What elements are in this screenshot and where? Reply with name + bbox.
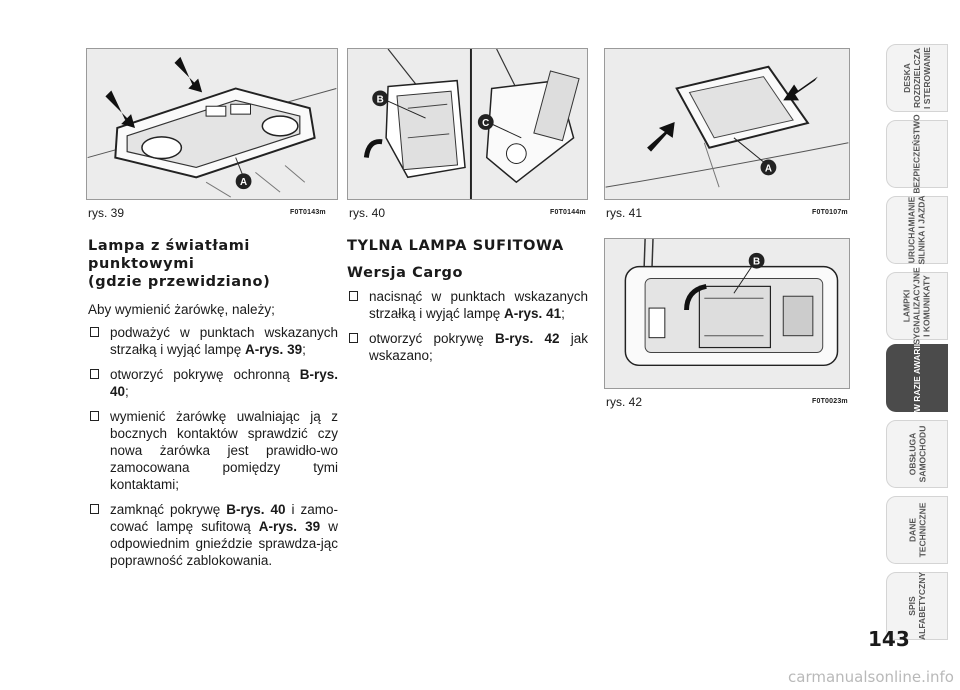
list-item: otworzyć pokrywę ochronną B-rys. 40; [88, 366, 338, 400]
middle-column: TYLNA LAMPA SUFITOWA Wersja Cargo nacisn… [347, 237, 588, 372]
left-column: Lampa z światłami punktowymi (gdzie prze… [88, 237, 338, 577]
figure-ref: B-rys. 42 [494, 331, 560, 346]
rear-ceiling-lamp-illustration: A [605, 65, 849, 188]
step-text: otworzyć pokrywę ochronną [110, 367, 300, 382]
figure-ref: B-rys. 40 [226, 502, 286, 517]
caption-rys-39: rys. 39 [88, 206, 125, 220]
label-b: B [377, 94, 384, 105]
checkbox-bullet-icon [349, 333, 358, 343]
tab-w-razie-awarii[interactable]: W RAZIE AWARII [886, 344, 948, 412]
figure-ref: A-rys. 41 [504, 306, 562, 321]
list-item: wymienić żarówkę uwalniając ją z bocznyc… [88, 408, 338, 493]
step-list: podważyć w punktach wskazanych strzałką … [88, 324, 338, 569]
step-suffix: ; [302, 342, 306, 357]
code-rys-39: F0T0143m [290, 209, 326, 216]
section-heading: TYLNA LAMPA SUFITOWA [347, 238, 564, 254]
heading-line-1: Lampa z światłami [88, 238, 250, 254]
checkbox-bullet-icon [90, 504, 99, 514]
code-rys-40: F0T0144m [550, 209, 586, 216]
heading-line-2: punktowymi [88, 256, 195, 272]
tab-label: OBSŁUGA SAMOCHODU [906, 425, 927, 483]
tab-label: W RAZIE AWARII [912, 343, 922, 413]
list-item: zamknąć pokrywę B-rys. 40 i zamo-cować l… [88, 501, 338, 569]
label-b: B [753, 257, 760, 268]
checkbox-bullet-icon [90, 411, 99, 421]
list-item: otworzyć pokrywę B-rys. 42 jak wskazano; [347, 330, 588, 364]
code-rys-42: F0T0023m [812, 398, 848, 405]
step-suffix: ; [561, 306, 565, 321]
step-text: otworzyć pokrywę [369, 331, 495, 346]
figure-rys-42: B [604, 238, 850, 389]
list-item: podważyć w punktach wskazanych strzałką … [88, 324, 338, 358]
figure-rys-39: A [86, 48, 338, 200]
tab-label: SPIS ALFABETYCZNY [907, 572, 927, 640]
figure-rys-41: A [604, 48, 850, 200]
ceiling-spot-lamp-illustration: A [87, 56, 337, 198]
step-text: wymienić żarówkę uwalniając ją z bocznyc… [110, 409, 338, 492]
cargo-lamp-cover-illustration: B C [363, 49, 580, 199]
checkbox-bullet-icon [90, 369, 99, 379]
tab-bezpieczenstwo[interactable]: BEZPIECZEŃSTWO [886, 114, 948, 194]
step-suffix: ; [125, 384, 129, 399]
step-text: w odpowiednim gnieździe sprawdza-jąc pop… [110, 519, 338, 568]
tab-lampki[interactable]: LAMPKI SYGNALIZACYJNE I KOMUNIKATY [886, 267, 948, 345]
step-text: podważyć w punktach wskazanych strzałką … [110, 325, 338, 357]
step-text: zamknąć pokrywę [110, 502, 227, 517]
tab-label: DESKA ROZDZIELCZA I STEROWANIE [902, 47, 932, 109]
heading-line-3: (gdzie przewidziano) [88, 274, 271, 290]
section-heading: Lampa z światłami punktowymi (gdzie prze… [88, 237, 338, 291]
tab-label: DANE TECHNICZNE [907, 502, 927, 558]
list-item: nacisnąć w punktach wskazanych strzałką … [347, 288, 588, 322]
section-subheading: Wersja Cargo [347, 265, 464, 281]
page-number: 143 [868, 627, 910, 651]
step-suffix: jak wskazano; [369, 331, 588, 363]
checkbox-bullet-icon [90, 327, 99, 337]
figure-ref: A-rys. 39 [245, 342, 303, 357]
tab-dane-techniczne[interactable]: DANE TECHNICZNE [886, 496, 948, 564]
intro-text: Aby wymienić żarówkę, należy; [88, 302, 275, 317]
figure-ref: A-rys. 39 [258, 519, 321, 534]
tab-deska-rozdzielcza[interactable]: DESKA ROZDZIELCZA I STEROWANIE [886, 44, 948, 112]
label-a: A [765, 163, 772, 174]
tab-label: URUCHAMIANIE SILNIKA I JAZDA [907, 195, 928, 265]
tab-obsluga[interactable]: OBSŁUGA SAMOCHODU [886, 420, 948, 488]
code-rys-41: F0T0107m [812, 209, 848, 216]
tab-label: BEZPIECZEŃSTWO [912, 114, 922, 194]
step-text: i zamo-cować lampę sufitową [110, 502, 338, 534]
label-c: C [482, 118, 489, 129]
tab-uruchamianie[interactable]: URUCHAMIANIE SILNIKA I JAZDA [886, 195, 948, 265]
caption-rys-40: rys. 40 [349, 206, 386, 220]
lamp-cover-open-illustration: B [624, 239, 839, 367]
figure-rys-40: B C [347, 48, 588, 200]
watermark: carmanualsonline.info [788, 668, 954, 686]
caption-rys-41: rys. 41 [606, 206, 643, 220]
checkbox-bullet-icon [349, 291, 358, 301]
step-list: nacisnąć w punktach wskazanych strzałką … [347, 288, 588, 364]
tab-spis-alfabetyczny[interactable]: SPIS ALFABETYCZNY [886, 572, 948, 640]
figure-ref: B-rys. 40 [110, 367, 338, 399]
caption-rys-42: rys. 42 [606, 395, 643, 409]
tab-label: LAMPKI SYGNALIZACYJNE I KOMUNIKATY [902, 267, 932, 345]
label-a: A [240, 177, 247, 188]
step-text: nacisnąć w punktach wskazanych strzałką … [369, 289, 588, 321]
